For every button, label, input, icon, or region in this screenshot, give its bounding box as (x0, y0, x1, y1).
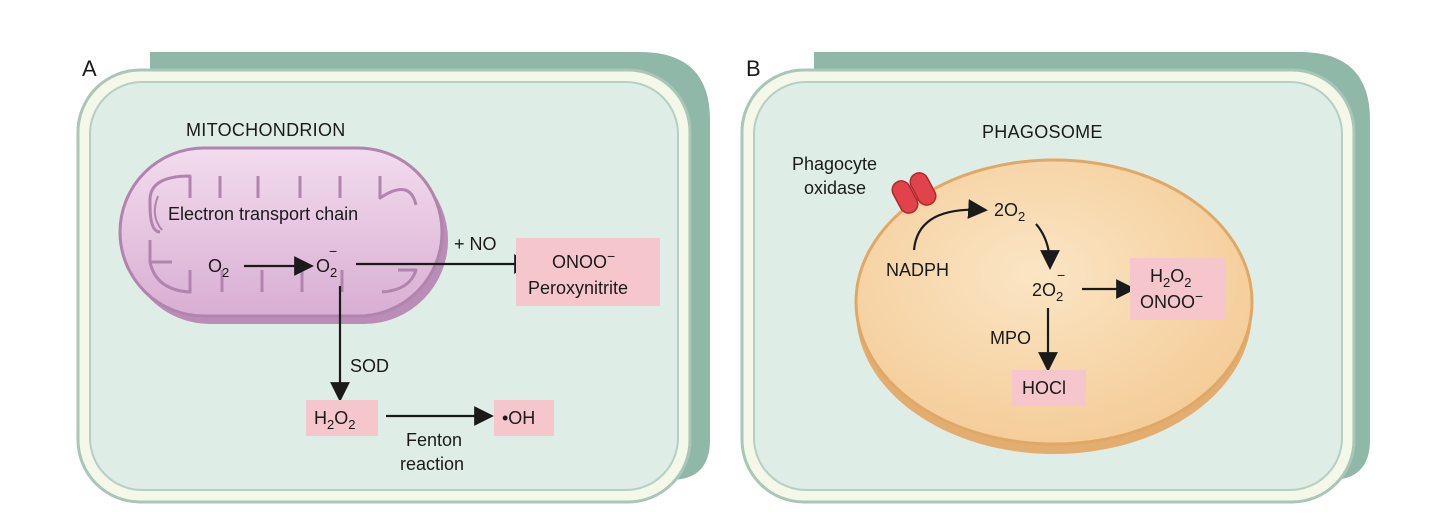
panel-b: B PHAGOSOME Phagocyte oxidase NADPH 2O2 … (740, 52, 1370, 504)
superoxide-species-b: 2O2 (1032, 280, 1063, 304)
oxidase-label: oxidase (804, 178, 866, 198)
arrow-o2-to-superoxide-b (1035, 223, 1060, 270)
onoo-species-b: ONOO− (1140, 288, 1203, 312)
sod-label: SOD (350, 356, 389, 376)
hydroxyl-box (494, 400, 554, 436)
phagosome-label: PHAGOSOME (982, 122, 1103, 142)
superoxide-charge: − (329, 243, 337, 259)
mpo-label: MPO (990, 328, 1031, 348)
etc-label: Electron transport chain (168, 204, 358, 224)
hocl-box (1012, 370, 1086, 406)
h2o2-box-a (306, 400, 378, 436)
superoxide-charge-b: − (1057, 267, 1065, 283)
arrow-nadph-to-o2 (912, 199, 988, 251)
mitochondrion (118, 146, 448, 324)
superoxide-species: O2 (316, 256, 337, 280)
hydroxyl-species: •OH (502, 408, 535, 428)
hocl-species: HOCl (1022, 378, 1066, 398)
o2-species: O2 (208, 256, 229, 280)
panel-a-letter: A (82, 56, 97, 81)
peroxynitrite-box (516, 238, 660, 306)
mitochondrion-label: MITOCHONDRION (186, 120, 346, 140)
h2o2-species-a: H2O2 (314, 408, 355, 432)
phagosome (854, 158, 1254, 454)
peroxynitrite-label: Peroxynitrite (528, 278, 628, 298)
onoo-species: ONOO− (552, 248, 615, 272)
h2o2-species-b: H2O2 (1150, 266, 1191, 290)
panel-a: A MITOCHONDRION Electron transport chain… (76, 52, 710, 504)
fenton-label-2: reaction (400, 454, 464, 474)
products-box (1130, 258, 1226, 320)
phagocyte-label: Phagocyte (792, 154, 877, 174)
nadph-label: NADPH (886, 260, 949, 280)
dioxygen-species: 2O2 (994, 200, 1025, 224)
panel-b-letter: B (746, 56, 761, 81)
phagocyte-oxidase-icon (891, 172, 937, 214)
plus-no-label: + NO (454, 234, 497, 254)
fenton-label-1: Fenton (406, 430, 462, 450)
